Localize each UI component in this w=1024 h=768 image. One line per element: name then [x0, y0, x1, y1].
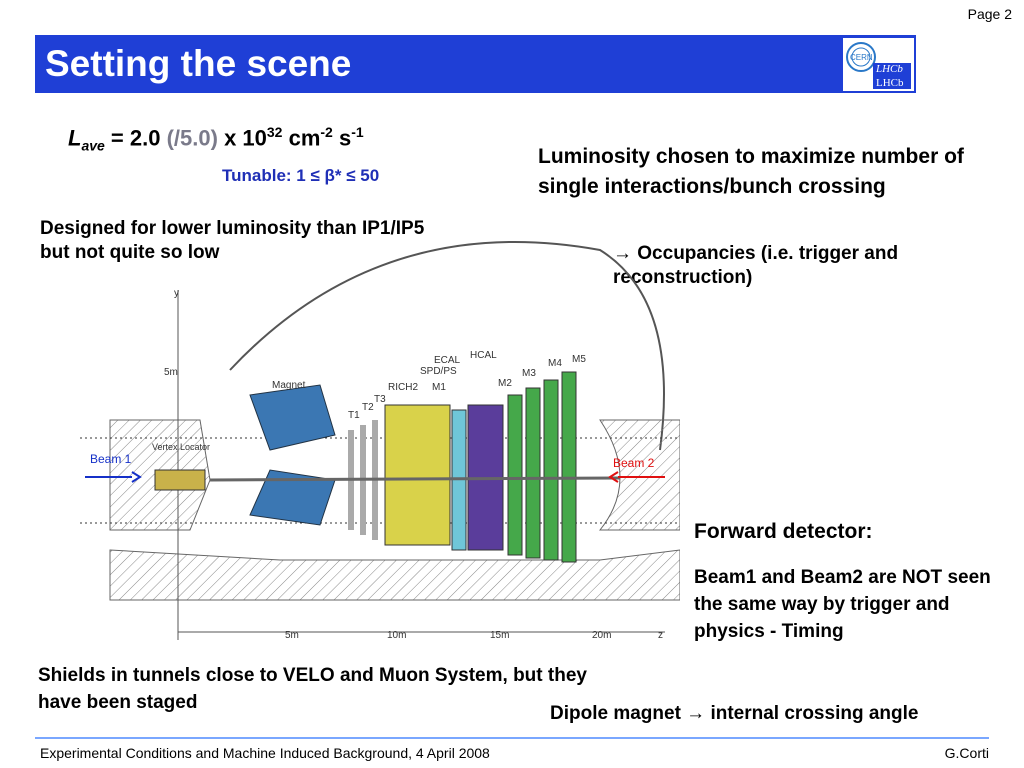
lhcb-logo-icon: LHCb LHCb: [873, 63, 911, 89]
magnet-icon: [249, 384, 336, 526]
footer-left: Experimental Conditions and Machine Indu…: [40, 745, 490, 761]
beam2-label: Beam 2: [613, 456, 655, 470]
z-tick-15m: 15m: [490, 630, 509, 641]
luminosity-formula: Lave = 2.0 (/5.0) x 1032 cm-2 s-1: [68, 124, 364, 154]
label-t3: T3: [374, 394, 386, 405]
label-m2: M2: [498, 378, 512, 389]
beam1-arrow-head: [131, 471, 142, 483]
vertex-locator-icon: [154, 469, 206, 491]
logos: CERN LHCb LHCb: [843, 38, 914, 91]
lhcb-detector-diagram: y z 5m 5m 10m 15m 20m Vertex Locator Mag…: [80, 241, 680, 641]
lhcb-logo-text: LHCb: [875, 63, 903, 75]
label-m3: M3: [522, 368, 536, 379]
slide-title: Setting the scene: [45, 43, 352, 84]
label-spd-ps: SPD/PS: [420, 366, 457, 377]
occupancies-text: → Occupancies (i.e. trigger and reconstr…: [613, 243, 899, 288]
label-m1: M1: [432, 382, 446, 393]
page-number: Page 2: [967, 6, 1012, 22]
y-axis-label: y: [174, 288, 179, 299]
cern-logo-text: CERN: [850, 53, 873, 62]
label-m4: M4: [548, 358, 562, 369]
svg-text:LHCb: LHCb: [876, 77, 904, 89]
cern-logo-icon: CERN: [846, 42, 876, 72]
footer-right: G.Corti: [944, 745, 989, 761]
label-t2: T2: [362, 402, 374, 413]
z-tick-5m: 5m: [285, 630, 299, 641]
z-tick-20m: 20m: [592, 630, 611, 641]
title-bar: Setting the scene CERN LHCb LHCb: [35, 35, 916, 93]
tunable-text: Tunable: 1 ≤ β* ≤ 50: [222, 166, 380, 185]
cavern-arc: [229, 241, 665, 451]
shields-text: Shields in tunnels close to VELO and Muo…: [38, 665, 587, 713]
label-magnet: Magnet: [272, 380, 306, 391]
muon-m4-icon: [543, 379, 559, 561]
label-m5: M5: [572, 354, 586, 365]
rich2-icon: [384, 404, 451, 546]
muon-m2-icon: [507, 394, 523, 556]
z-tick-10m: 10m: [387, 630, 406, 641]
beam-pipe: [209, 476, 621, 482]
label-ecal: ECAL: [434, 355, 461, 366]
label-hcal: HCAL: [470, 350, 497, 361]
forward-detector-text: Beam1 and Beam2 are NOT seen the same wa…: [694, 567, 991, 642]
forward-detector-heading: Forward detector:: [694, 520, 873, 543]
y-tick-5m: 5m: [164, 367, 178, 378]
muon-m3-icon: [525, 387, 541, 559]
label-rich2: RICH2: [388, 382, 418, 393]
label-vertex-locator: Vertex Locator: [152, 442, 210, 452]
muon-m5-icon: [561, 371, 577, 563]
label-t1: T1: [348, 410, 360, 421]
beam1-label: Beam 1: [90, 452, 132, 466]
beam2-arrow-head: [608, 471, 619, 483]
z-axis-label: z: [658, 630, 663, 641]
luminosity-explanation: Luminosity chosen to maximize number of …: [538, 145, 964, 198]
design-luminosity-text: Designed for lower luminosity than IP1/I…: [40, 218, 425, 263]
dipole-text: Dipole magnet → internal crossing angle: [550, 703, 919, 724]
footer-divider: [35, 737, 989, 739]
floor-shielding: [109, 549, 680, 601]
